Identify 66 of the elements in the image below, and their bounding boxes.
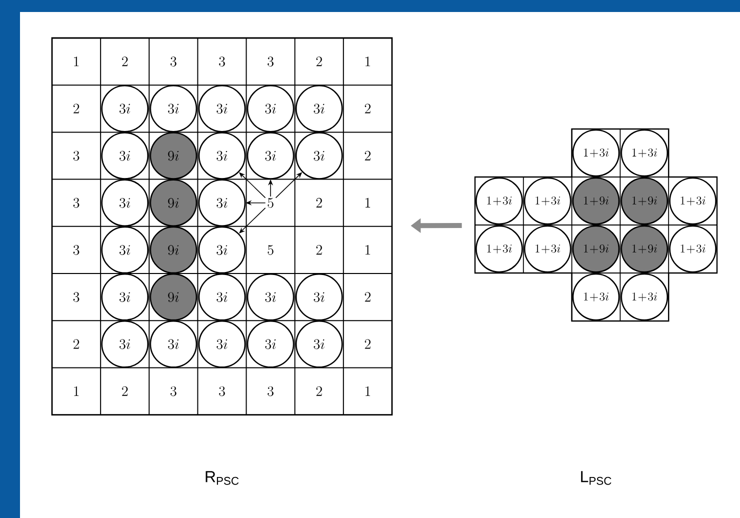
- circle-cell: $3i$: [198, 320, 246, 368]
- number-label: $3$: [219, 386, 225, 396]
- circle-cell: $1+3i$: [669, 177, 716, 225]
- number-label: $2$: [122, 386, 128, 396]
- number-label: $2$: [316, 198, 322, 208]
- circle-cell: $1+3i$: [620, 129, 668, 177]
- circle-cell: $3i$: [198, 179, 246, 226]
- number-label: $3$: [170, 56, 176, 66]
- circle-cell: $3i$: [198, 132, 246, 180]
- circle-cell: $3i$: [295, 273, 343, 321]
- number-label: $3$: [73, 245, 80, 255]
- number-label: $1$: [366, 386, 370, 396]
- number-label: $2$: [364, 339, 371, 349]
- number-label: $2$: [73, 104, 80, 114]
- circle-cell: $1+3i$: [572, 273, 620, 321]
- number-label: $1$: [74, 56, 79, 66]
- number-label: $1$: [366, 245, 370, 255]
- circle-cell: $3i$: [101, 273, 149, 321]
- number-label: $2$: [316, 245, 322, 255]
- circle-cell: $3i$: [246, 273, 294, 321]
- circle-cell: $3i$: [246, 320, 294, 368]
- number-label: $2$: [316, 386, 322, 396]
- circle-cell: $3i$: [101, 226, 149, 274]
- number-label: $2$: [122, 56, 128, 66]
- circle-cell: $3i$: [101, 179, 149, 226]
- circle-cell: $1+3i$: [572, 129, 620, 177]
- cross-grid: [474, 128, 718, 322]
- number-label: $2$: [364, 292, 371, 302]
- circle-cell: $3i$: [101, 320, 149, 368]
- number-label: $3$: [73, 150, 80, 161]
- number-label: $1$: [74, 386, 79, 396]
- number-label: $2$: [364, 104, 371, 114]
- circle-cell: $3i$: [198, 85, 246, 132]
- circle-cell: $1+3i$: [524, 225, 572, 273]
- circle-cell: $1+3i$: [669, 225, 716, 273]
- number-label: $2$: [73, 339, 80, 349]
- circle-cell: $1+3i$: [476, 225, 523, 273]
- circle-cell: $3i$: [198, 226, 246, 274]
- circle-cell: $1+3i$: [620, 273, 668, 321]
- circle-cell: $3i$: [295, 132, 343, 180]
- circle-cell: $3i$: [246, 132, 294, 180]
- number-label: $1$: [366, 56, 370, 66]
- circle-cell: $3i$: [150, 320, 198, 368]
- number-label: $3$: [268, 386, 274, 396]
- number-label: $3$: [73, 198, 80, 208]
- number-label: $3$: [219, 56, 225, 66]
- circle-cell: $3i$: [101, 85, 149, 132]
- number-label: $5$: [268, 198, 274, 208]
- number-label: $1$: [366, 198, 370, 208]
- number-label: $3$: [73, 292, 80, 302]
- circle-cell: $3i$: [150, 85, 198, 132]
- circle-cell: $1+3i$: [476, 177, 523, 225]
- circle-cell: $3i$: [101, 132, 149, 180]
- circle-cell: $3i$: [198, 273, 246, 321]
- circle-cell: $1+3i$: [524, 177, 572, 225]
- number-grid: [51, 37, 393, 416]
- number-label: $3$: [268, 56, 274, 66]
- circle-cell: $3i$: [295, 85, 343, 132]
- number-label: $3$: [170, 386, 176, 396]
- caption: R$_{PSC}$: [206, 471, 239, 485]
- circle-cell: $3i$: [246, 85, 294, 132]
- circle-cell: $3i$: [295, 320, 343, 368]
- caption: L$_{PSC}$: [581, 471, 612, 485]
- number-label: $5$: [268, 245, 274, 255]
- number-label: $2$: [316, 56, 322, 66]
- number-label: $2$: [364, 150, 371, 160]
